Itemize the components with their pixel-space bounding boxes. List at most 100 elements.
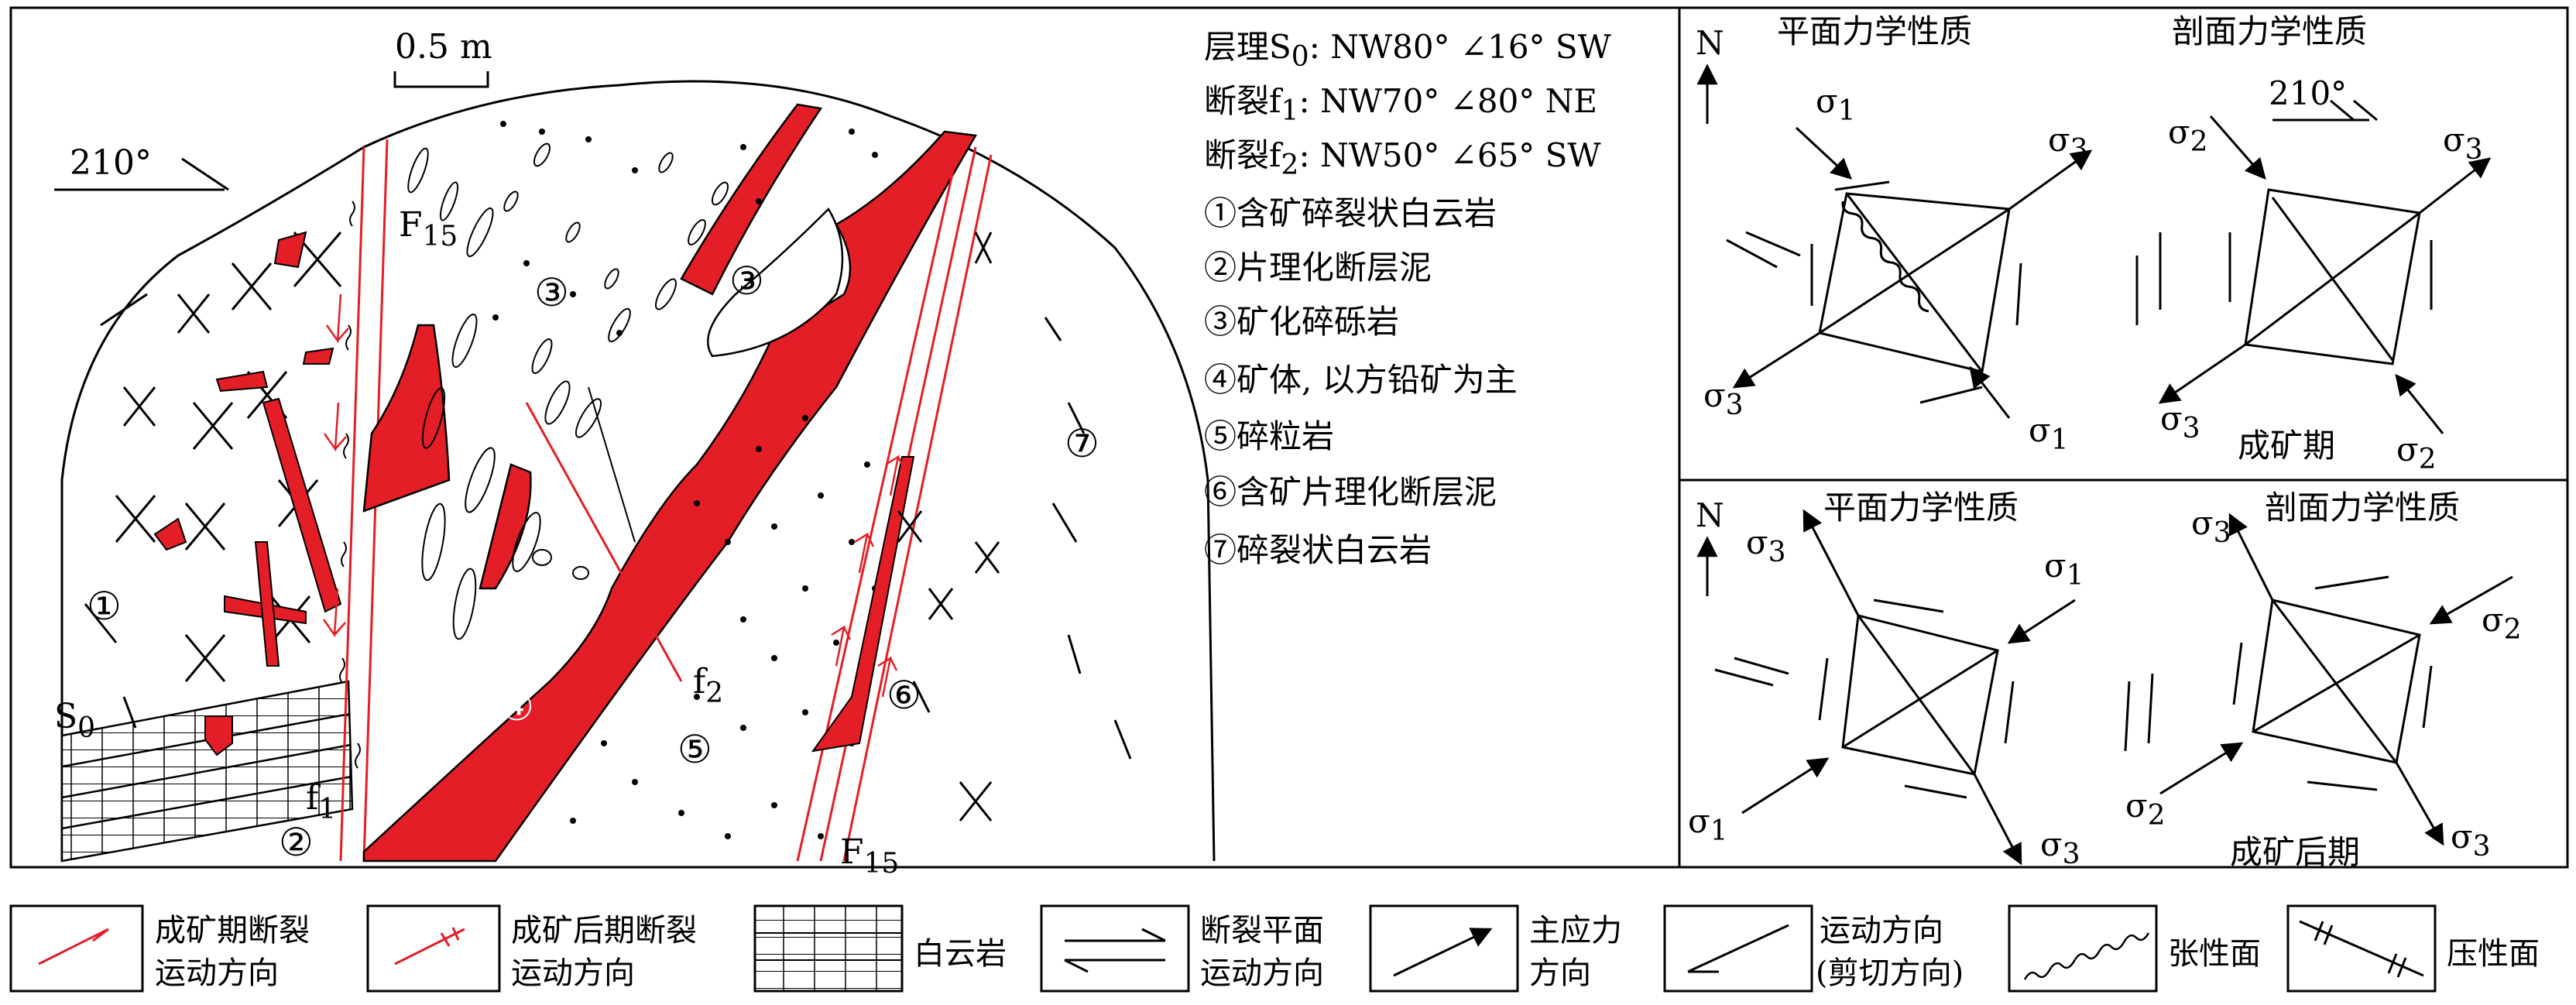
azimuth-label: 210° xyxy=(70,143,152,183)
attitude-f2: 断裂f2: NW50° ∠65° SW xyxy=(1204,136,1601,181)
plane-title-bottom: 平面力学性质 xyxy=(1823,489,2019,527)
svg-text:运动方向: 运动方向 xyxy=(511,955,635,991)
svg-text:σ2: σ2 xyxy=(2125,787,2166,832)
sigma2-arrow-bottom-b xyxy=(2159,742,2244,795)
svg-text:压性面: 压性面 xyxy=(2447,936,2540,972)
unit-7: ⑦ xyxy=(1065,421,1099,466)
svg-text:σ3: σ3 xyxy=(1703,376,1744,421)
breccia-clasts xyxy=(407,142,729,640)
sigma3-arrow-top-b xyxy=(1732,331,1820,389)
label-f1: f1 xyxy=(306,778,336,825)
lithology-1: ①含矿碎裂状白云岩 xyxy=(1204,194,1497,232)
period-ore-stage: 成矿期 xyxy=(2238,427,2335,465)
sigma1-arrow-top-a xyxy=(1795,126,1852,180)
section-title-top: 剖面力学性质 xyxy=(2172,12,2367,50)
north-bottom: N xyxy=(1696,496,1724,534)
svg-text:σ3: σ3 xyxy=(2048,121,2088,166)
svg-text:σ1: σ1 xyxy=(1688,802,1728,847)
sigma3-arrow-bottom-b xyxy=(1973,773,2022,866)
bottom-panel-content: N 平面力学性质 剖面力学性质 σ3 σ3 σ1 σ1 xyxy=(1688,489,2522,871)
lithology-5: ⑤碎粒岩 xyxy=(1204,417,1334,455)
sigma3-arrow-bottom-c xyxy=(2228,513,2274,601)
svg-text:断裂平面: 断裂平面 xyxy=(1200,913,1324,948)
fault-f2-upper xyxy=(588,386,636,543)
svg-text:σ2: σ2 xyxy=(2482,601,2522,646)
stress-panel-post-ore xyxy=(1678,478,2569,869)
svg-text:运动方向: 运动方向 xyxy=(1820,913,1943,948)
lithology-list: ①含矿碎裂状白云岩 ②片理化断层泥 ③矿化碎砾岩 ④矿体, 以方铅矿为主 ⑤碎粒… xyxy=(1204,194,1518,569)
svg-text:(剪切方向): (剪切方向) xyxy=(1816,955,1964,991)
svg-text:σ3: σ3 xyxy=(2451,818,2491,863)
cross-section xyxy=(60,80,1216,863)
unit-3a: ③ xyxy=(534,270,569,315)
ore-vein-6 xyxy=(811,456,915,753)
attitude-f1: 断裂f1: NW70° ∠80° NE xyxy=(1204,82,1597,127)
unit-4a: ④ xyxy=(674,413,708,458)
sigma3-arrow-top-a xyxy=(2008,149,2093,211)
lithology-3: ③矿化碎砾岩 xyxy=(1204,303,1399,341)
top-panel-content: N 平面力学性质 剖面力学性质 210° σ1 σ1 σ3 σ3 xyxy=(1696,12,2492,475)
svg-text:σ1: σ1 xyxy=(1816,82,1856,127)
unit-2: ② xyxy=(279,820,314,865)
svg-text:σ3: σ3 xyxy=(2040,825,2080,870)
attitude-s0: 层理S0: NW80° ∠16° SW xyxy=(1204,28,1612,73)
section-title-bottom: 剖面力学性质 xyxy=(2265,489,2460,527)
plane-title-top: 平面力学性质 xyxy=(1777,12,1972,50)
fault-motion-arrows xyxy=(322,293,906,698)
period-post-ore: 成矿后期 xyxy=(2230,833,2360,871)
sigma1-arrow-top-b xyxy=(1969,365,2011,419)
ore-veins-left xyxy=(153,231,342,756)
label-f2: f2 xyxy=(693,662,723,709)
plane-stress-square-top xyxy=(1726,180,2022,404)
svg-text:σ1: σ1 xyxy=(2029,411,2069,456)
label-f15-top: F15 xyxy=(399,205,458,252)
label-s0: S0 xyxy=(54,697,95,744)
unit-5: ⑤ xyxy=(677,727,712,772)
unit-4b: ④ xyxy=(499,684,534,729)
section-azimuth: 210° xyxy=(2269,74,2347,112)
lithology-7: ⑦碎裂状白云岩 xyxy=(1204,531,1432,569)
sigma2-arrow-top-b xyxy=(2395,373,2444,434)
outcrop-outline xyxy=(60,80,1216,862)
sigma1-arrow-bottom-a xyxy=(2007,599,2076,644)
svg-text:σ2: σ2 xyxy=(2396,430,2437,475)
sigma2-arrow-bottom-a xyxy=(2429,575,2513,625)
unit-numbers: ① ② ③ ③ ④ ④ ⑤ ⑥ ⑦ xyxy=(87,259,1099,865)
svg-text:白云岩: 白云岩 xyxy=(914,936,1007,972)
azimuth-indicator: 210° xyxy=(54,143,229,191)
sigma3-arrow-top-d xyxy=(2158,343,2246,404)
fault-f2 xyxy=(525,402,683,682)
plane-stress-square-bottom xyxy=(1714,599,2015,799)
svg-text:主应力: 主应力 xyxy=(1529,913,1622,948)
scale-bar: 0.5 m xyxy=(393,27,492,88)
cataclastic-dolomite-right xyxy=(897,232,1132,821)
svg-text:σ1: σ1 xyxy=(2044,547,2084,592)
unit-1: ① xyxy=(87,584,122,629)
svg-text:成矿后期断裂: 成矿后期断裂 xyxy=(511,913,697,948)
svg-text:σ2: σ2 xyxy=(2168,113,2208,158)
svg-text:成矿期断裂: 成矿期断裂 xyxy=(155,913,310,948)
unit-6: ⑥ xyxy=(887,673,921,718)
scale-bar-label: 0.5 m xyxy=(395,27,492,67)
svg-text:σ3: σ3 xyxy=(2191,504,2231,549)
svg-text:张性面: 张性面 xyxy=(2168,936,2261,972)
label-f15-bottom: F15 xyxy=(840,832,899,880)
sigma3-arrow-bottom-a xyxy=(1803,509,1860,616)
legend-bar: 成矿期断裂 运动方向 成矿后期断裂 运动方向 白云岩 断裂平面 运动方向 主应力… xyxy=(9,904,2540,993)
svg-text:运动方向: 运动方向 xyxy=(155,955,279,991)
north-top: N xyxy=(1696,24,1724,62)
svg-text:方向: 方向 xyxy=(1529,955,1591,991)
sigma1-arrow-bottom-b xyxy=(1741,757,1830,815)
section-stress-square-bottom xyxy=(2124,575,2433,791)
lithology-6: ⑥含矿片理化断层泥 xyxy=(1204,473,1497,511)
clast-3-upper xyxy=(707,207,844,358)
ore-body-main xyxy=(362,103,978,863)
svg-text:运动方向: 运动方向 xyxy=(1200,955,1324,991)
lithology-2: ②片理化断层泥 xyxy=(1204,249,1432,286)
sigma3-arrow-top-c xyxy=(2419,157,2492,214)
sigma3-arrow-bottom-d xyxy=(2395,762,2444,846)
attitude-list: 层理S0: NW80° ∠16° SW 断裂f1: NW70° ∠80° NE … xyxy=(1204,28,1612,181)
sigma2-arrow-top-a xyxy=(2209,115,2266,180)
svg-text:σ3: σ3 xyxy=(1746,523,1786,568)
